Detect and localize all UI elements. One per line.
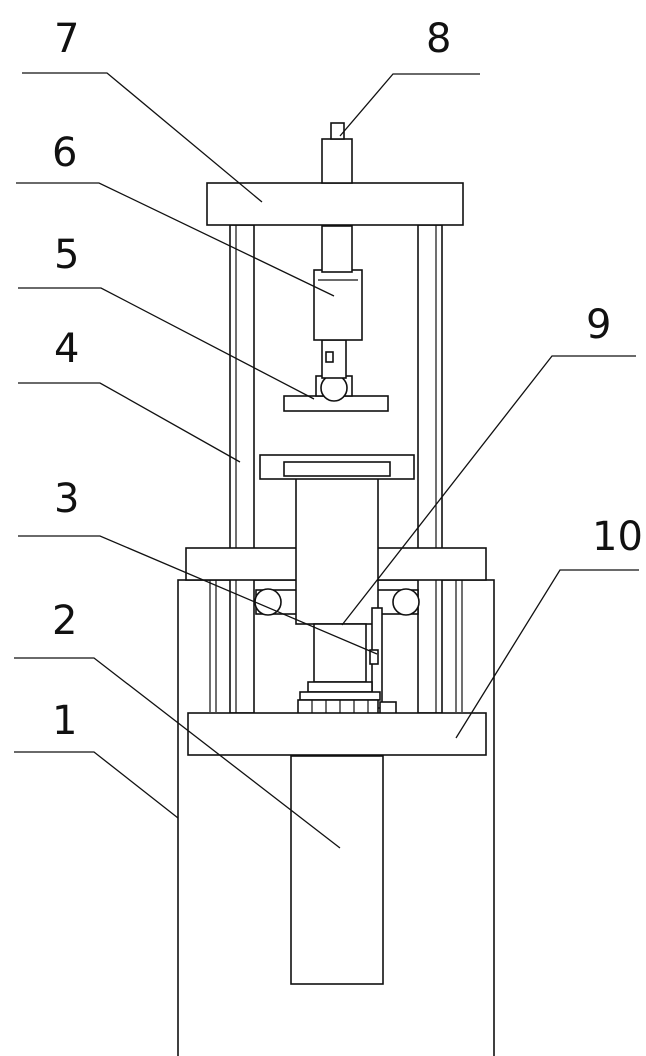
callout-9: 9 xyxy=(586,302,611,348)
leader-2 xyxy=(14,657,341,849)
callout-5: 5 xyxy=(54,232,79,278)
guide-columns xyxy=(229,224,443,714)
callout-4: 4 xyxy=(54,326,79,372)
leader-7 xyxy=(22,72,263,203)
callout-6: 6 xyxy=(52,130,77,176)
callout-3: 3 xyxy=(54,476,79,522)
callout-labels: 7 8 6 5 4 9 3 10 2 1 xyxy=(52,16,643,744)
inner-frame-rails xyxy=(209,580,463,712)
lower-cylinder xyxy=(290,755,384,985)
central-ram xyxy=(295,477,379,625)
leader-5 xyxy=(18,287,315,400)
callout-1: 1 xyxy=(52,698,77,744)
leader-lines xyxy=(14,72,639,849)
leader-4 xyxy=(18,382,241,463)
upper-press-plate xyxy=(283,339,389,412)
load-cell xyxy=(313,225,363,341)
callout-7: 7 xyxy=(54,16,79,62)
lower-shaft xyxy=(297,623,397,715)
leader-3 xyxy=(18,535,378,655)
moving-platen xyxy=(259,454,415,480)
callout-8: 8 xyxy=(426,16,451,62)
callout-2: 2 xyxy=(52,598,77,644)
top-crossbeam xyxy=(206,182,464,226)
leader-10 xyxy=(455,569,639,739)
leader-9 xyxy=(341,355,636,626)
leader-1 xyxy=(14,751,179,819)
mounting-plate xyxy=(187,712,487,756)
leader-8 xyxy=(339,73,480,137)
leader-6 xyxy=(16,182,335,297)
callout-10: 10 xyxy=(592,514,643,560)
top-sensor xyxy=(321,122,353,184)
